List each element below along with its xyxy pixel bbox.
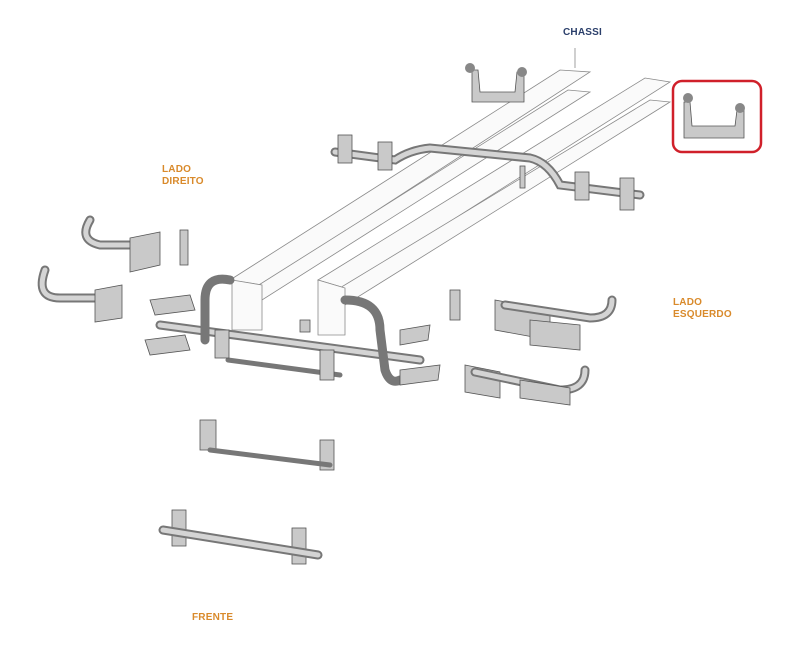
left-side-parts: [449, 289, 617, 406]
front-assembly: [144, 274, 441, 386]
label-lado-esquerdo-line1: LADO: [673, 297, 703, 308]
label-lado-direito: LADO DIREITO: [162, 164, 204, 188]
top-bracket: [465, 63, 527, 103]
chassis-rails: [228, 48, 672, 336]
label-frente: FRENTE: [192, 612, 234, 623]
label-lado-direito-line1: LADO: [162, 164, 192, 175]
highlight-box: [671, 79, 763, 154]
label-lado-esquerdo: LADO ESQUERDO: [673, 297, 732, 321]
right-side-parts: [37, 215, 189, 323]
label-lado-direito-line2: DIREITO: [162, 176, 204, 187]
rear-crossbar: [330, 134, 645, 211]
highlighted-bracket: [683, 93, 745, 139]
label-lado-esquerdo-line2: ESQUERDO: [673, 309, 732, 320]
front-bumper-parts: [158, 419, 335, 565]
label-chassi: CHASSI: [563, 27, 602, 38]
